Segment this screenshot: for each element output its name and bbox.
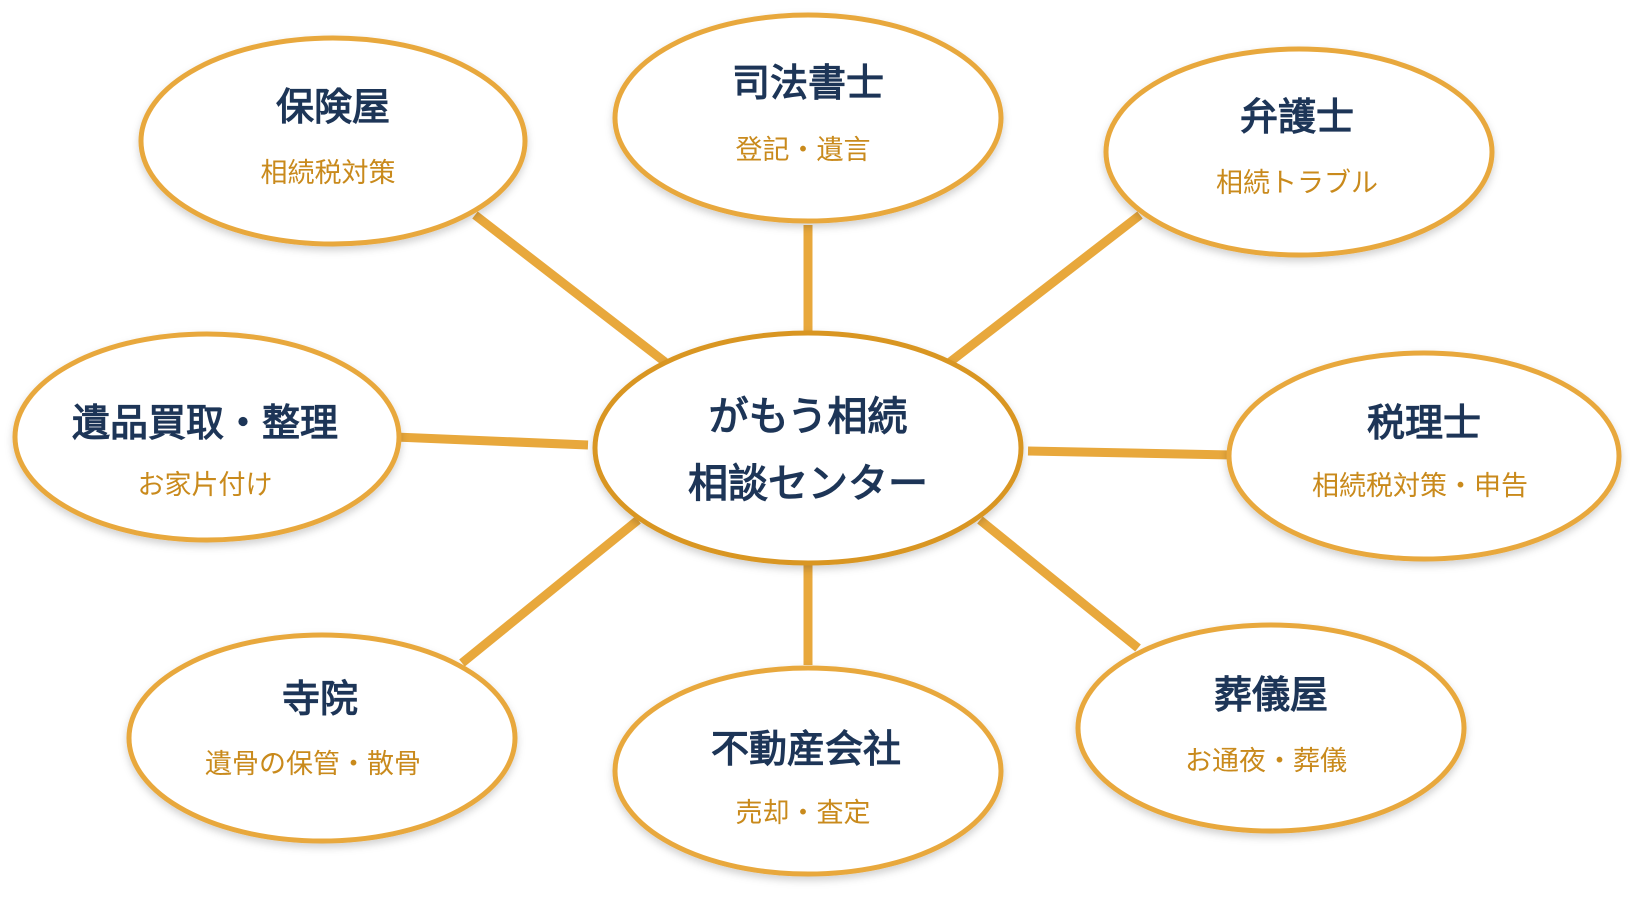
node-shiho-ellipse [612,12,1004,224]
node-ihin-ellipse [12,331,402,543]
node-fudosan-ellipse [612,665,1004,877]
node-bengo-ellipse [1103,46,1495,258]
node-sogi: 葬儀屋 お通夜・葬儀 [1075,622,1467,834]
connectors [394,211,1233,667]
node-fudosan: 不動産会社 売却・査定 [612,665,1004,877]
center-title-line2: 相談センター [688,461,928,507]
node-jiin-title: 寺院 [282,677,358,721]
node-hoken-title: 保険屋 [276,85,390,129]
connector-jiin [459,516,641,667]
node-bengo: 弁護士 相続トラブル [1103,46,1495,258]
node-zeiri-subtitle: 相続税対策・申告 [1312,471,1528,502]
node-hoken-ellipse [138,35,528,247]
node-jiin-subtitle: 遺骨の保管・散骨 [205,749,421,780]
center-ellipse [592,330,1024,566]
node-shiho-subtitle: 登記・遺言 [736,135,871,166]
node-zeiri-ellipse [1226,350,1622,562]
node-bengo-subtitle: 相続トラブル [1216,168,1378,199]
node-hoken-subtitle: 相続税対策 [261,158,396,189]
connector-sogi [977,516,1141,652]
connector-hoken [472,211,668,366]
node-jiin: 寺院 遺骨の保管・散骨 [126,632,518,844]
node-fudosan-subtitle: 売却・査定 [736,798,871,829]
center-title-line1: がもう相続 [709,394,908,440]
node-ihin-title: 遺品買取・整理 [72,401,338,445]
node-ihin: 遺品買取・整理 お家片付け [12,331,402,543]
center-node: がもう相続 相談センター [592,330,1024,566]
node-fudosan-title: 不動産会社 [711,727,901,771]
node-shiho: 司法書士 登記・遺言 [612,12,1004,224]
node-sogi-ellipse [1075,622,1467,834]
node-jiin-ellipse [126,632,518,844]
node-sogi-subtitle: お通夜・葬儀 [1185,746,1347,777]
node-sogi-title: 葬儀屋 [1214,673,1328,717]
connector-ihin [394,432,589,450]
node-bengo-title: 弁護士 [1240,95,1354,139]
node-shiho-title: 司法書士 [732,61,884,105]
connector-zeiri [1027,446,1233,460]
connector-bengo [947,211,1143,366]
node-hoken: 保険屋 相続税対策 [138,35,528,247]
node-zeiri-title: 税理士 [1367,401,1481,445]
node-zeiri: 税理士 相続税対策・申告 [1226,350,1622,562]
node-ihin-subtitle: お家片付け [138,470,273,501]
